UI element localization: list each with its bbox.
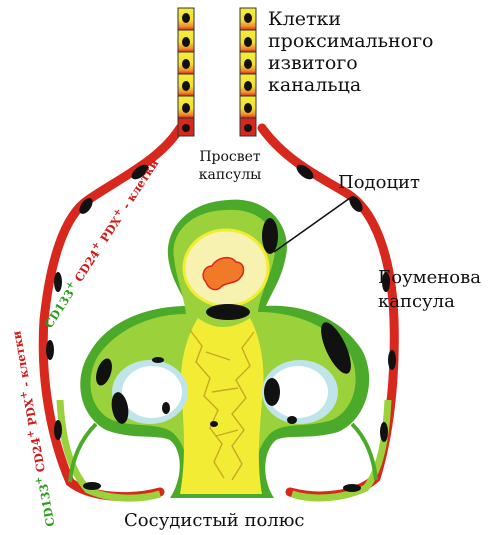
bowman-label-line-1: Боуменова <box>378 266 481 290</box>
right-capillary <box>262 360 338 424</box>
lower-cd24-sup: + <box>25 429 37 439</box>
podocyte-pointer-line <box>274 198 350 252</box>
lumen-label-line-1: Просвет <box>180 148 280 166</box>
tubule-cells-label: Клетки проксимального извитого канальца <box>268 8 488 96</box>
glomerulus <box>70 200 376 498</box>
bowman-capsule-label: Боуменова капсула <box>378 266 481 314</box>
lower-cd133-sup: + <box>33 476 45 486</box>
capsule-lumen-label: Просвет капсулы <box>180 148 280 184</box>
vascular-pole-label: Сосудистый полюс <box>124 510 304 531</box>
lumen-label-line-2: капсулы <box>180 166 280 184</box>
tubule-label-line-3: извитого <box>268 52 488 74</box>
podocyte-label: Подоцит <box>338 172 420 193</box>
tubule-label-line-1: Клетки <box>268 8 488 30</box>
proximal-tubule-right <box>240 8 256 136</box>
tubule-label-line-4: канальца <box>268 74 488 96</box>
proximal-tubule-left <box>178 8 194 136</box>
tubule-label-line-2: проксимального <box>268 30 488 52</box>
bowman-label-line-2: капсула <box>378 290 481 314</box>
